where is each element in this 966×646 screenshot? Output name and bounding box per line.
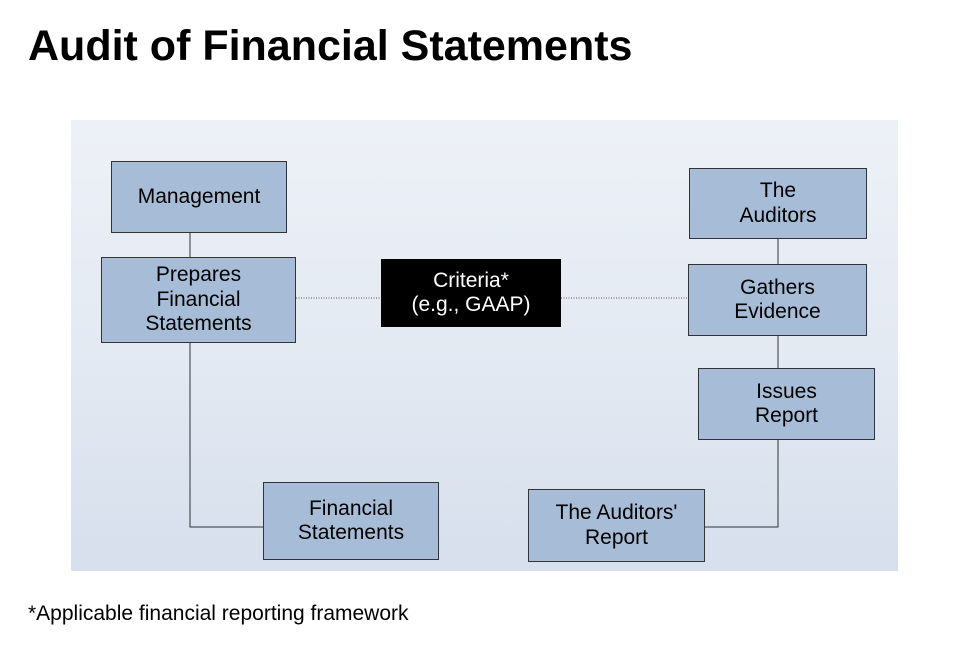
criteria-box: Criteria* (e.g., GAAP) xyxy=(381,259,561,327)
auditors-report-label: The Auditors' Report xyxy=(555,501,678,549)
auditors-label: The Auditors xyxy=(739,179,817,227)
financial-statements-box: Financial Statements xyxy=(263,482,439,560)
footnote: *Applicable financial reporting framewor… xyxy=(28,602,409,625)
prepares-financial-statements-box: Prepares Financial Statements xyxy=(101,257,296,343)
criteria-label: Criteria* (e.g., GAAP) xyxy=(411,268,531,316)
auditors-box: The Auditors xyxy=(689,168,867,239)
financial-statements-label: Financial Statements xyxy=(297,496,405,544)
gathers-label: Gathers Evidence xyxy=(734,275,821,323)
gathers-evidence-box: Gathers Evidence xyxy=(688,264,867,336)
issues-report-box: Issues Report xyxy=(698,368,875,440)
auditors-report-box: The Auditors' Report xyxy=(528,489,705,562)
management-label: Management xyxy=(137,184,261,208)
prepares-label: Prepares Financial Statements xyxy=(145,263,252,336)
management-box: Management xyxy=(111,161,287,233)
issues-label: Issues Report xyxy=(754,379,819,427)
page-title: Audit of Financial Statements xyxy=(28,22,633,70)
